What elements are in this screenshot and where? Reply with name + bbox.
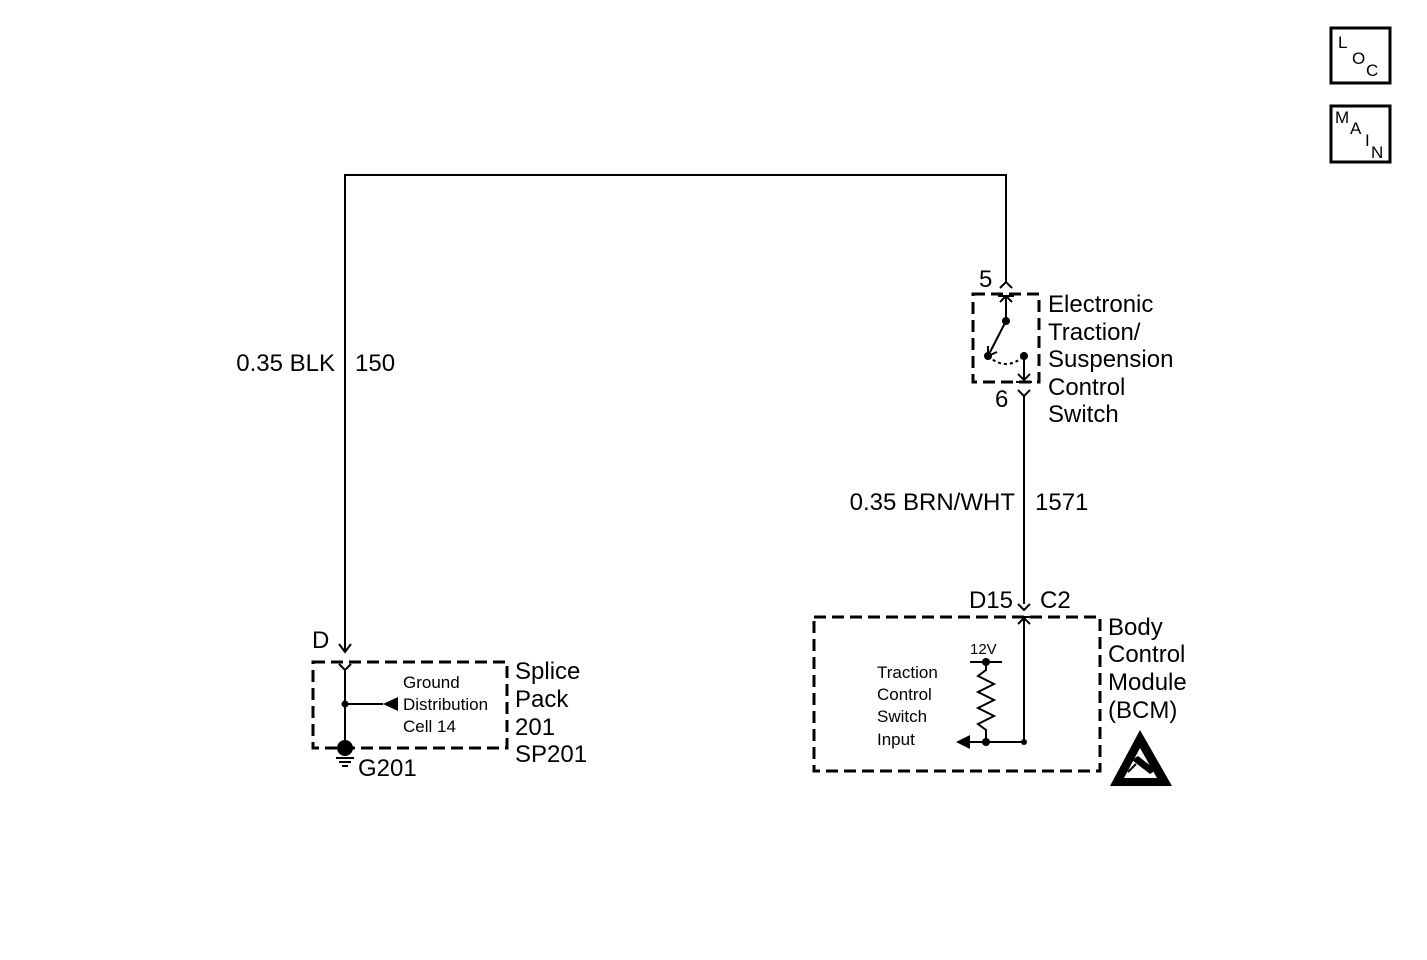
esd-warning-icon [1110, 730, 1172, 786]
splice-inner-line: Distribution [403, 695, 488, 714]
bcm-pin: D15 [969, 587, 1013, 614]
switch-pin-5: 5 [979, 266, 992, 293]
bcm-input-line: Traction [877, 663, 938, 682]
ground-node [337, 740, 353, 756]
switch-box [971, 292, 1041, 384]
splice-name-line: Splice [515, 658, 580, 685]
main-button[interactable]: M A I N [1329, 104, 1392, 164]
ground-label: G201 [358, 755, 417, 782]
bcm-input-line: Switch [877, 707, 927, 726]
bcm-box [812, 615, 1102, 773]
loc-button[interactable]: L O C [1329, 26, 1392, 85]
input-arrow [956, 735, 970, 749]
bcm-input-line: Input [877, 730, 915, 749]
switch-name-line: Control [1048, 374, 1125, 401]
resistor [975, 662, 997, 742]
wire-1571-circuit: 1571 [1035, 489, 1088, 516]
bcm-name-line: Control [1108, 641, 1185, 668]
bcm-name-line: (BCM) [1108, 697, 1177, 724]
switch-name-line: Electronic [1048, 291, 1153, 318]
splice-name-line: SP201 [515, 741, 587, 768]
svg-text:I: I [1365, 131, 1370, 150]
switch-name-line: Switch [1048, 401, 1119, 428]
bcm-name-line: Body [1108, 614, 1163, 641]
bcm-name-line: Module [1108, 669, 1187, 696]
splice-inner-line: Ground [403, 673, 460, 692]
bcm-input-line: Control [877, 685, 932, 704]
wire-150 [344, 174, 1007, 650]
svg-text:M: M [1335, 108, 1349, 127]
bcm-connector: C2 [1040, 587, 1071, 614]
connector-d-arrow [338, 643, 352, 654]
ground-cell-arrow [383, 697, 398, 711]
wire-150-color: 0.35 BLK [236, 350, 335, 377]
splice-name-line: 201 [515, 714, 555, 741]
splice-inner-line: Cell 14 [403, 717, 456, 736]
splice-pack-box [311, 660, 509, 750]
wire-150-circuit: 150 [355, 350, 395, 377]
switch-name-line: Suspension [1048, 346, 1173, 373]
wire-1571-color: 0.35 BRN/WHT [850, 489, 1016, 516]
splice-pin-d: D [312, 627, 329, 654]
svg-text:L: L [1338, 33, 1347, 52]
bcm-supply-voltage: 12V [970, 641, 997, 658]
svg-text:C: C [1366, 61, 1378, 80]
splice-name-line: Pack [515, 686, 569, 713]
svg-text:N: N [1371, 143, 1383, 162]
svg-text:A: A [1350, 119, 1362, 138]
switch-pin-6: 6 [995, 386, 1008, 413]
switch-name-line: Traction/ [1048, 319, 1141, 346]
svg-text:O: O [1352, 49, 1365, 68]
